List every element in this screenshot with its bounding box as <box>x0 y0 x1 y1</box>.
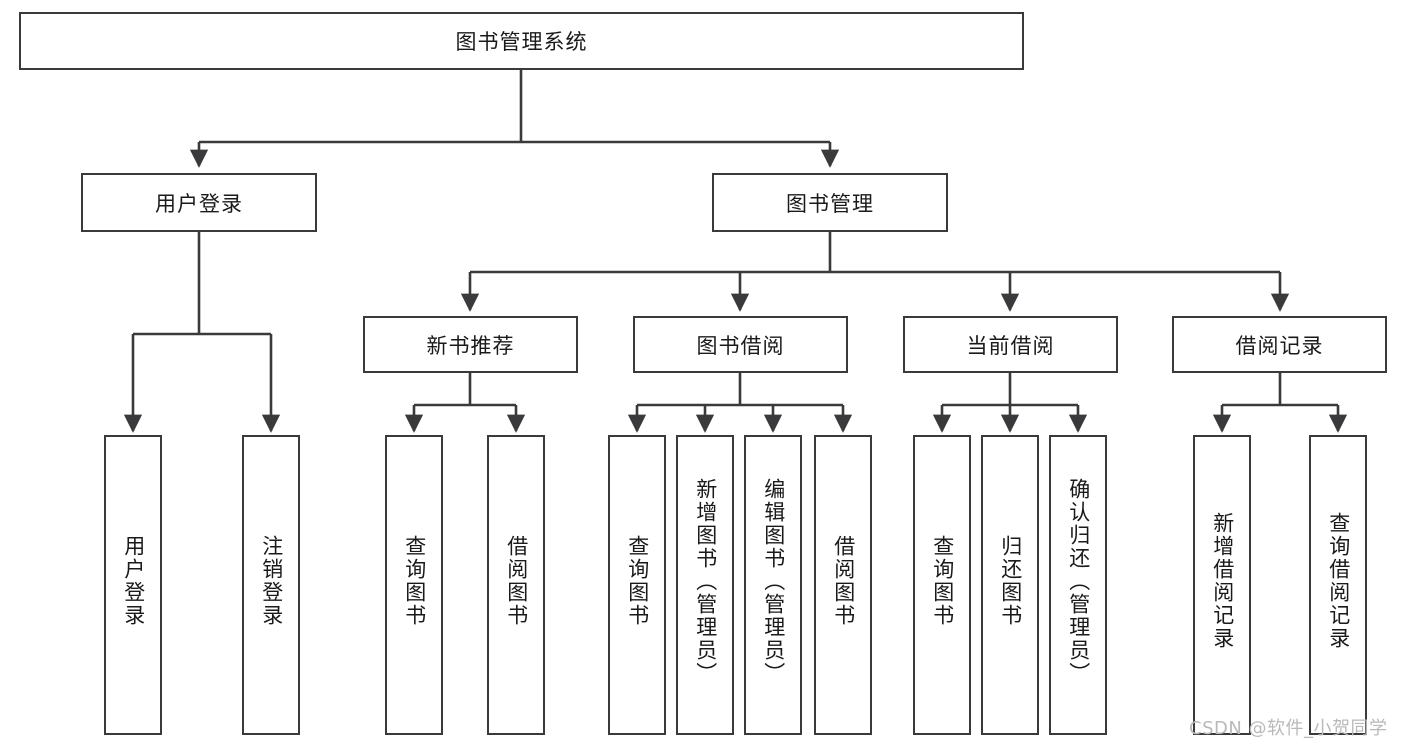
leaf-query-book-2[interactable]: 查询图书 <box>608 435 666 735</box>
leaf-user-login[interactable]: 用户登录 <box>104 435 162 735</box>
leaf-query-record-label: 查询借阅记录 <box>1326 512 1351 650</box>
node-book-borrow-label: 图书借阅 <box>696 333 785 358</box>
leaf-borrow-book-1-label: 借阅图书 <box>504 535 529 627</box>
leaf-borrow-book-2-label: 借阅图书 <box>831 535 856 627</box>
leaf-borrow-book-2[interactable]: 借阅图书 <box>814 435 872 735</box>
node-new-book-recommend-label: 新书推荐 <box>426 333 515 358</box>
leaf-add-record-label: 新增借阅记录 <box>1210 512 1235 650</box>
node-borrow-record[interactable]: 借阅记录 <box>1172 316 1387 373</box>
node-root-label: 图书管理系统 <box>455 30 588 54</box>
node-book-management[interactable]: 图书管理 <box>712 173 948 232</box>
node-new-book-recommend[interactable]: 新书推荐 <box>363 316 578 373</box>
leaf-add-book-label: 新增图书（管理员） <box>693 478 718 685</box>
leaf-query-book-3-label: 查询图书 <box>930 535 955 627</box>
leaf-confirm-return[interactable]: 确认归还（管理员） <box>1049 435 1107 735</box>
node-borrow-record-label: 借阅记录 <box>1235 333 1324 358</box>
leaf-query-book-2-label: 查询图书 <box>625 535 650 627</box>
node-book-management-label: 图书管理 <box>786 191 874 216</box>
leaf-query-record[interactable]: 查询借阅记录 <box>1309 435 1367 735</box>
leaf-query-book-3[interactable]: 查询图书 <box>913 435 971 735</box>
leaf-edit-book[interactable]: 编辑图书（管理员） <box>744 435 802 735</box>
leaf-query-book-1[interactable]: 查询图书 <box>385 435 443 735</box>
csdn-watermark: CSDN @软件_小贺同学 <box>1189 718 1388 739</box>
leaf-logout-login[interactable]: 注销登录 <box>242 435 300 735</box>
node-user-login[interactable]: 用户登录 <box>81 173 317 232</box>
leaf-logout-login-label: 注销登录 <box>259 535 284 627</box>
leaf-query-book-1-label: 查询图书 <box>402 535 427 627</box>
leaf-edit-book-label: 编辑图书（管理员） <box>761 478 786 685</box>
leaf-borrow-book-1[interactable]: 借阅图书 <box>487 435 545 735</box>
leaf-return-book[interactable]: 归还图书 <box>981 435 1039 735</box>
node-user-login-label: 用户登录 <box>155 191 243 216</box>
node-current-borrow[interactable]: 当前借阅 <box>903 316 1118 373</box>
leaf-return-book-label: 归还图书 <box>998 535 1023 627</box>
leaf-add-book[interactable]: 新增图书（管理员） <box>676 435 734 735</box>
leaf-add-record[interactable]: 新增借阅记录 <box>1193 435 1251 735</box>
node-root[interactable]: 图书管理系统 <box>19 12 1024 70</box>
node-current-borrow-label: 当前借阅 <box>966 333 1055 358</box>
leaf-user-login-label: 用户登录 <box>121 535 146 627</box>
node-book-borrow[interactable]: 图书借阅 <box>633 316 848 373</box>
leaf-confirm-return-label: 确认归还（管理员） <box>1066 478 1091 685</box>
